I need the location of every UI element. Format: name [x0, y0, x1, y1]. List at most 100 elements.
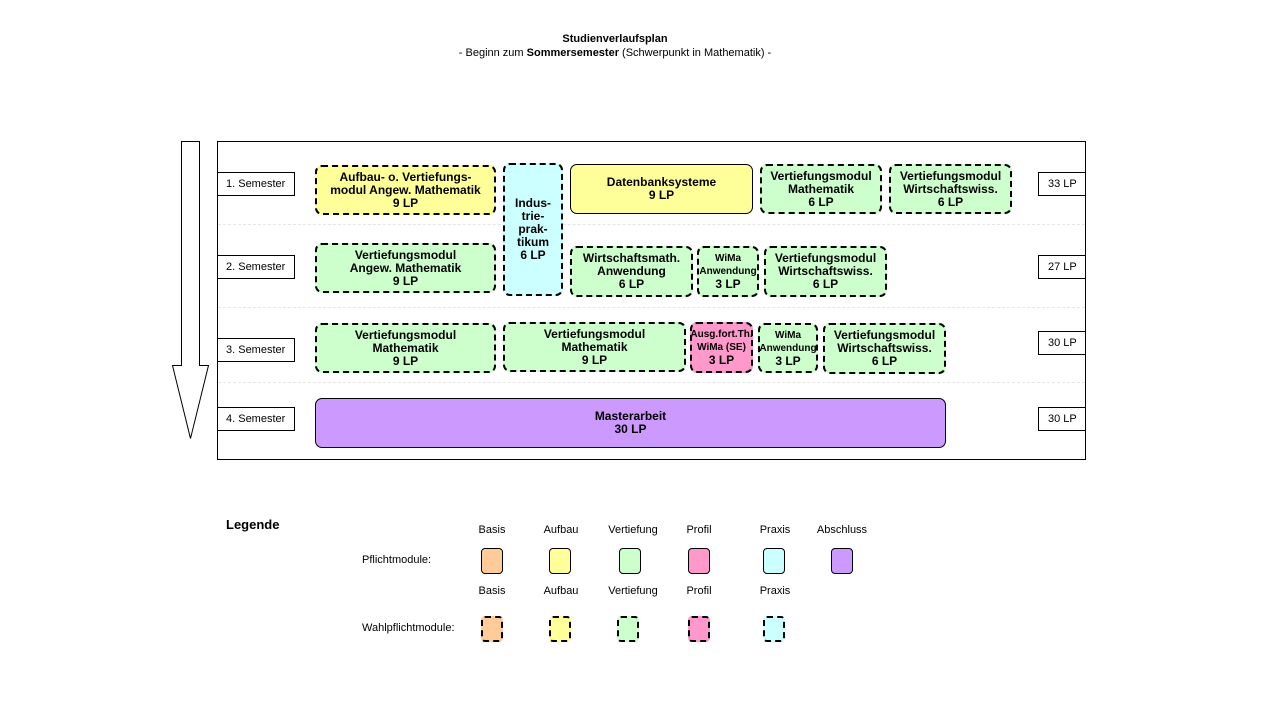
module-credits: 9 LP: [392, 273, 419, 288]
semester-label: 3. Semester: [217, 338, 295, 362]
semester-credits: 33 LP: [1038, 172, 1086, 196]
module-vertiefung-mathematik: Vertiefungsmodul Mathematik 9 LP: [503, 322, 686, 372]
semester-divider: [218, 382, 1085, 383]
module-datenbanksysteme: Datenbanksysteme 9 LP: [570, 164, 753, 214]
module-wima-anwendung: WiMa Anwendung 3 LP: [758, 323, 818, 373]
legend-header-abschluss: Abschluss: [816, 524, 868, 536]
legend-header-basis: Basis: [478, 524, 506, 536]
module-line: Vertiefungsmodul: [774, 251, 877, 265]
subtitle-prefix: - Beginn zum: [458, 47, 527, 59]
module-line: modul Angew. Mathematik: [330, 182, 481, 197]
module-credits: 3 LP: [708, 353, 735, 367]
legend-swatch-basis: [481, 616, 503, 642]
module-line: Anwendung: [759, 342, 817, 354]
module-vertiefung-mathematik: Vertiefungsmodul Mathematik 6 LP: [760, 164, 882, 214]
module-credits: 3 LP: [775, 353, 801, 368]
semester-credits: 30 LP: [1038, 407, 1086, 431]
legend-swatch-abschluss: [831, 548, 853, 574]
module-credits: 9 LP: [392, 195, 419, 210]
module-line: Anwendung: [699, 266, 757, 277]
legend-swatch-basis: [481, 548, 503, 574]
legend-swatch-praxis: [763, 616, 785, 642]
module-line: Vertiefungsmodul: [770, 168, 872, 183]
module-line: prak-: [518, 222, 548, 236]
module-credits: 6 LP: [812, 277, 839, 291]
module-line: WiMa: [774, 329, 802, 341]
legend-pflicht-label: Pflichtmodule:: [362, 554, 432, 566]
module-credits: 6 LP: [520, 248, 546, 262]
module-credits: 6 LP: [871, 354, 898, 368]
module-line: WiMa (SE): [697, 342, 746, 353]
legend-header-vertiefung: Vertiefung: [608, 524, 658, 536]
module-line: WiMa: [714, 253, 742, 264]
module-credits: 6 LP: [618, 277, 645, 291]
subtitle-season: Sommersemester: [526, 47, 619, 59]
legend-swatch-profil: [688, 616, 710, 642]
semester-label: 2. Semester: [217, 255, 295, 279]
semester-divider: [218, 307, 1085, 308]
legend-swatch-aufbau: [549, 548, 571, 574]
module-line: Vertiefungsmodul: [899, 168, 1002, 183]
module-line: Datenbanksysteme: [606, 175, 717, 189]
module-credits: 6 LP: [808, 194, 834, 209]
module-credits: 9 LP: [581, 352, 608, 367]
module-line: Wirtschaftswiss.: [837, 341, 932, 355]
module-masterarbeit: Masterarbeit 30 LP: [315, 398, 946, 448]
legend-swatch-vertiefung: [619, 548, 641, 574]
module-line: Vertiefungsmodul: [833, 328, 936, 342]
module-aufbau-angew-mathematik: Aufbau- o. Vertiefungs- modul Angew. Mat…: [315, 165, 496, 215]
timeline-arrow-icon: [171, 141, 210, 439]
legend-header-profil: Profil: [686, 524, 712, 536]
legend-swatch-praxis: [763, 548, 785, 574]
module-line: Wirtschaftsmath.: [582, 251, 681, 265]
module-credits: 30 LP: [614, 422, 647, 436]
module-wima-anwendung: WiMa Anwendung 3 LP: [697, 246, 759, 297]
semester-label: 4. Semester: [217, 407, 295, 431]
module-industriepraktikum: Indus- trie- prak- tikum 6 LP: [503, 163, 563, 296]
legend-header-vertiefung: Vertiefung: [608, 585, 658, 597]
module-vertiefung-wirtschaftswiss: Vertiefungsmodul Wirtschaftswiss. 6 LP: [764, 246, 887, 297]
legend-header-basis: Basis: [478, 585, 506, 597]
page-title: Studienverlaufsplan: [562, 33, 668, 45]
module-line: trie-: [521, 209, 545, 223]
module-line: Mathematik: [561, 339, 628, 354]
legend-header-aufbau: Aufbau: [543, 585, 579, 597]
module-line: Vertiefungsmodul: [354, 247, 457, 262]
subtitle-suffix: (Schwerpunkt in Mathematik) -: [619, 47, 772, 59]
module-vertiefung-wirtschaftswiss: Vertiefungsmodul Wirtschaftswiss. 6 LP: [823, 323, 946, 374]
legend-header-profil: Profil: [686, 585, 712, 597]
module-vertiefung-angew-mathematik: Vertiefungsmodul Angew. Mathematik 9 LP: [315, 243, 496, 293]
semester-label: 1. Semester: [217, 172, 295, 196]
plan-frame: [217, 141, 1086, 460]
module-line: Indus-: [515, 196, 551, 210]
module-ausg-fort-th-wima: Ausg.fort.Th. WiMa (SE) 3 LP: [690, 322, 753, 373]
semester-credits: 30 LP: [1038, 331, 1086, 355]
module-line: Wirtschaftswiss.: [778, 264, 873, 278]
module-line: Angew. Mathematik: [349, 260, 462, 275]
page-subtitle: - Beginn zum Sommersemester (Schwerpunkt…: [0, 47, 1230, 59]
legend-header-praxis: Praxis: [759, 524, 791, 536]
module-line: Anwendung: [597, 264, 666, 278]
module-credits: 9 LP: [392, 353, 419, 368]
module-line: Aufbau- o. Vertiefungs-: [339, 169, 472, 184]
module-line: Vertiefungsmodul: [354, 327, 457, 342]
legend-header-aufbau: Aufbau: [543, 524, 579, 536]
legend-wahl-label: Wahlpflichtmodule:: [362, 622, 455, 634]
module-vertiefung-mathematik: Vertiefungsmodul Mathematik 9 LP: [315, 323, 496, 373]
module-credits: 3 LP: [715, 277, 741, 291]
semester-divider: [218, 224, 1085, 225]
module-line: Wirtschaftswiss.: [903, 181, 998, 196]
module-line: tikum: [516, 235, 549, 249]
module-line: Ausg.fort.Th.: [690, 329, 753, 340]
module-line: Mathematik: [787, 181, 855, 196]
semester-credits: 27 LP: [1038, 255, 1086, 279]
module-line: Mathematik: [372, 340, 439, 355]
legend-swatch-profil: [688, 548, 710, 574]
module-wirtschaftsmath-anwendung: Wirtschaftsmath. Anwendung 6 LP: [570, 246, 693, 297]
module-credits: 6 LP: [937, 194, 964, 209]
legend-swatch-aufbau: [549, 616, 571, 642]
module-credits: 9 LP: [648, 188, 675, 202]
module-vertiefung-wirtschaftswiss: Vertiefungsmodul Wirtschaftswiss. 6 LP: [889, 164, 1012, 214]
legend-swatch-vertiefung: [617, 616, 639, 642]
module-line: Vertiefungsmodul: [543, 326, 646, 341]
